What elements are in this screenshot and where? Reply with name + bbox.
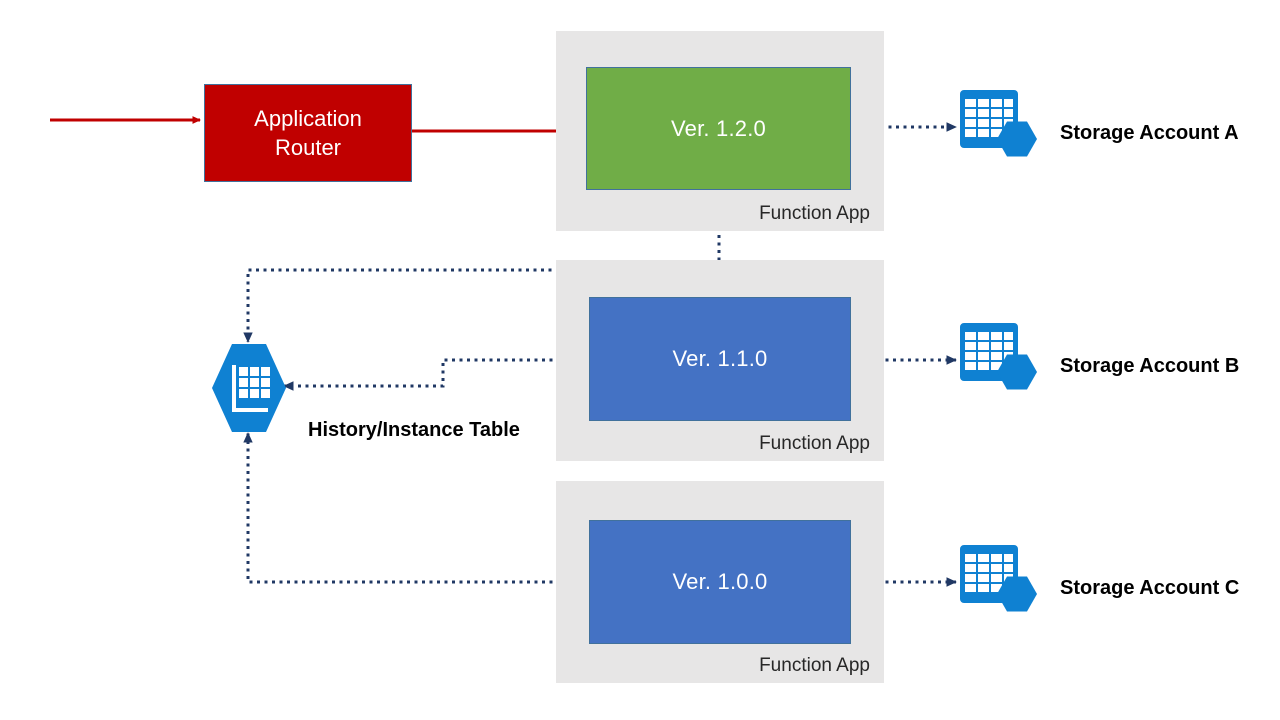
storage-account-c-icon[interactable] <box>956 543 1048 627</box>
version-box-1-0-0[interactable]: Ver. 1.0.0 <box>589 520 851 644</box>
storage-account-c-label: Storage Account C <box>1060 577 1240 599</box>
version-box-1-2-0-label: Ver. 1.2.0 <box>671 115 766 141</box>
version-box-1-1-0-label: Ver. 1.1.0 <box>672 346 768 371</box>
history-instance-table-label: History/Instance Table <box>308 419 520 441</box>
version-box-1-0-0-label: Ver. 1.0.0 <box>672 569 768 594</box>
version-box-1-2-0[interactable]: Ver. 1.2.0 <box>586 67 851 190</box>
application-router-label-line2: Router <box>274 135 342 160</box>
storage-account-a-label: Storage Account A <box>1060 122 1239 144</box>
function-app-panel-3-label: Function App <box>759 655 870 676</box>
version-box-1-1-0[interactable]: Ver. 1.1.0 <box>589 297 851 421</box>
storage-account-b-label: Storage Account B <box>1060 355 1240 377</box>
edge-ver-1-0-0-to-history-table <box>243 432 590 584</box>
application-router-box[interactable]: Application Router <box>204 84 412 182</box>
history-instance-table-icon[interactable] <box>211 343 287 433</box>
storage-account-b-icon[interactable] <box>956 321 1048 405</box>
edge-ver-1-1-0-to-history-table <box>283 358 590 391</box>
application-router-label-line1: Application <box>254 105 362 131</box>
storage-account-a-icon[interactable] <box>956 88 1048 172</box>
application-router-label: Application Router <box>254 104 362 162</box>
function-app-panel-2-label: Function App <box>759 433 870 454</box>
function-app-panel-1-label: Function App <box>759 203 870 224</box>
